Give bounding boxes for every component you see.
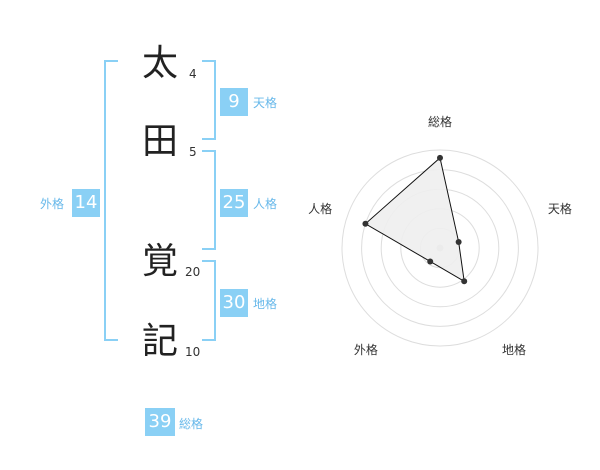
stroke-count-3: 20 [185,265,201,279]
jinkaku-value: 25 [220,189,248,217]
radar-area [364,156,465,283]
radar-axis-label-3: 地格 [502,342,526,357]
chikaku-value: 30 [220,289,248,317]
gaikaku-label: 外格 [40,197,65,211]
tenkaku-value: 9 [220,88,248,116]
name-char-3: 覚 [141,241,178,282]
radar-point-4 [427,258,434,265]
radar-ring [341,149,539,347]
name-char-4: 記 [141,321,178,362]
jinkaku-label: 人格 [253,197,278,211]
radar-point-3 [461,278,468,285]
name-char-1: 太 [141,43,178,84]
radar-axis-label-4: 外格 [354,342,378,357]
chikaku-bracket [202,260,216,341]
stroke-count-2: 5 [189,145,197,159]
stroke-count-4: 10 [185,345,201,359]
tenkaku-bracket [202,60,216,140]
soukaku-label: 総格 [179,417,204,431]
radar-axis-label-2: 天格 [548,201,572,216]
name-char-2: 田 [141,121,178,162]
stroke-count-1: 4 [189,67,197,81]
chikaku-label: 地格 [253,297,278,311]
radar-point-5 [362,220,369,227]
tenkaku-label: 天格 [253,96,278,110]
radar-point-1 [437,154,443,161]
radar-axis-label-1: 総格 [428,114,452,129]
radar-point-2 [455,238,462,245]
gaikaku-bracket [104,60,118,341]
soukaku-value: 39 [145,408,175,436]
jinkaku-bracket [202,150,216,250]
gaikaku-value: 14 [72,189,100,217]
radar-axis-label-5: 人格 [308,201,332,216]
